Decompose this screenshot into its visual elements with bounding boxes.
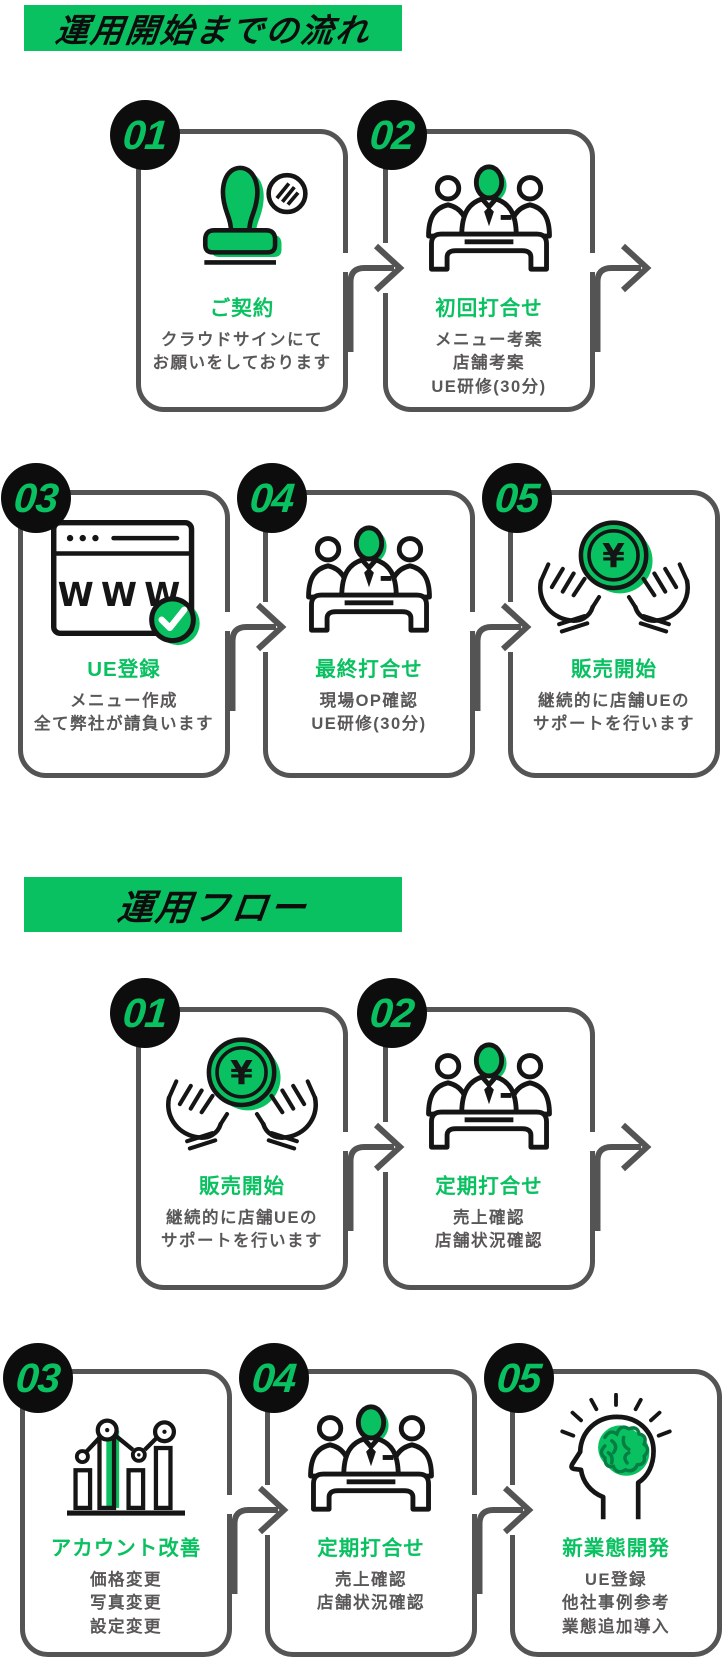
step-description: メニュー考案 店舗考案 UE研修(30分) [431, 331, 547, 396]
stamp-icon [169, 155, 315, 279]
flow-arrow-right-icon [338, 1119, 408, 1233]
flow-arrow-right-icon [220, 599, 290, 713]
bar-chart-icon [61, 1395, 191, 1519]
step-title: 新業態開発 [562, 1537, 670, 1560]
section-1-banner-title: 運用開始までの流れ [52, 12, 373, 49]
step-card-s1-05: 05 販売開始 継続的に店舗UEの サポートを行います [482, 463, 720, 778]
step-card-s2-04: 04 定期打合せ 売上確認 店舗状況確認 [239, 1343, 477, 1657]
step-title: 定期打合せ [317, 1537, 425, 1560]
step-number: 05 [495, 1354, 543, 1401]
step-number: 01 [121, 111, 169, 158]
step-description: 売上確認 店舗状況確認 [435, 1209, 543, 1251]
browser-check-icon [44, 516, 204, 640]
step-card-s1-03: 03 UE登録 メニュー作成 全て弊社が請負います [1, 463, 230, 778]
step-number-badge: 01 [110, 100, 180, 170]
flow-arrow-right-icon [585, 1119, 655, 1233]
step-number: 04 [250, 1354, 298, 1401]
step-number-badge: 02 [357, 978, 427, 1048]
step-card-s1-01: 01 ご契約 クラウドサインにて お願いをしております [110, 100, 348, 412]
step-title: 最終打合せ [315, 658, 423, 681]
step-number: 01 [121, 989, 169, 1036]
meeting-icon [411, 155, 567, 279]
step-title: 販売開始 [199, 1175, 285, 1198]
meeting-icon [291, 516, 447, 640]
step-number-badge: 02 [357, 100, 427, 170]
step-title: アカウント改善 [50, 1537, 202, 1560]
step-card-s1-04: 04 最終打合せ 現場OP確認 UE研修(30分) [237, 463, 475, 778]
meeting-icon [411, 1033, 567, 1157]
section-1-banner: 運用開始までの流れ [24, 5, 402, 51]
step-description: 継続的に店舗UEの サポートを行います [533, 692, 695, 734]
flow-arrow-right-icon [465, 599, 535, 713]
step-number-badge: 04 [239, 1343, 309, 1413]
card-frame [263, 490, 475, 778]
step-card-s2-01: 01 販売開始 継続的に店舗UEの サポートを行います [110, 978, 348, 1290]
step-title: 初回打合せ [435, 297, 543, 320]
step-description: クラウドサインにて お願いをしております [152, 331, 332, 373]
step-description: メニュー作成 全て弊社が請負います [34, 692, 214, 734]
flow-arrow-right-icon [467, 1482, 537, 1596]
step-card-s2-03: 03 アカウント改善 価格変更 写真変更 設定変更 [3, 1343, 232, 1657]
step-number: 03 [14, 1354, 62, 1401]
section-2-banner: 運用フロー [24, 877, 402, 932]
step-number-badge: 03 [1, 463, 71, 533]
step-card-s2-02: 02 定期打合せ 売上確認 店舗状況確認 [357, 978, 595, 1290]
flow-arrow-right-icon [222, 1482, 292, 1596]
step-description: 売上確認 店舗状況確認 [317, 1571, 425, 1613]
meeting-icon [293, 1395, 449, 1519]
card-frame [20, 1369, 232, 1657]
step-title: 定期打合せ [435, 1175, 543, 1198]
section-2-banner-title: 運用フロー [115, 886, 311, 928]
step-title: UE登録 [87, 658, 161, 681]
step-number: 02 [368, 989, 416, 1036]
flow-arrow-right-icon [585, 240, 655, 354]
step-number-badge: 04 [237, 463, 307, 533]
step-description: UE登録 他社事例参考 業態追加導入 [562, 1571, 670, 1636]
flow-arrow-right-icon [338, 240, 408, 354]
step-title: 販売開始 [571, 658, 657, 681]
step-number-badge: 01 [110, 978, 180, 1048]
hands-coin-icon [162, 1033, 322, 1157]
brain-idea-icon [549, 1395, 683, 1519]
step-number: 05 [493, 474, 541, 521]
step-card-s2-05: 05 新業態開発 UE登録 他社事例参考 業態追加導入 [484, 1343, 722, 1657]
step-description: 現場OP確認 UE研修(30分) [311, 692, 427, 734]
step-title: ご契約 [209, 297, 275, 320]
step-description: 価格変更 写真変更 設定変更 [90, 1571, 162, 1636]
step-card-s1-02: 02 初回打合せ メニュー考案 店舗考案 UE研修(30分) [357, 100, 595, 412]
step-number-badge: 05 [484, 1343, 554, 1413]
step-number: 02 [368, 111, 416, 158]
step-number: 03 [12, 474, 60, 521]
step-number-badge: 03 [3, 1343, 73, 1413]
step-number: 04 [248, 474, 296, 521]
step-number-badge: 05 [482, 463, 552, 533]
hands-coin-icon [534, 516, 694, 640]
step-description: 継続的に店舗UEの サポートを行います [161, 1209, 323, 1251]
